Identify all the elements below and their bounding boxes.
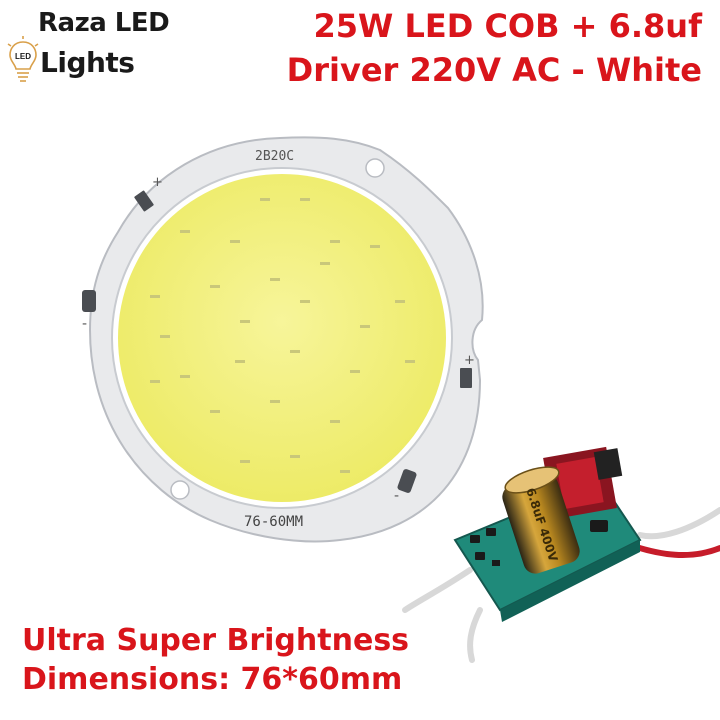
minus-mark: - — [394, 488, 399, 504]
capacitor: 6.8uF 400V — [502, 466, 580, 574]
solder-pad — [82, 290, 96, 312]
title-line-1: 25W LED COB + 6.8uf — [313, 7, 702, 45]
white-wire — [402, 567, 473, 613]
logo-line-1: Raza LED — [38, 8, 170, 38]
product-title: 25W LED COB + 6.8uf Driver 220V AC - Whi… — [222, 4, 702, 92]
solder-pad — [134, 190, 154, 212]
top-marking: 2B20C — [255, 149, 294, 164]
mount-hole — [365, 158, 385, 178]
feature-footer: Ultra Super Brightness Dimensions: 76*60… — [22, 622, 409, 700]
phosphor-area — [118, 174, 446, 502]
logo-bulb-text: LED — [15, 52, 31, 61]
red-wire — [627, 542, 720, 559]
logo-line-2: Lights — [40, 46, 135, 79]
led-chip-grid — [150, 198, 415, 473]
footer-line-2: Dimensions: 76*60mm — [22, 662, 403, 697]
white-wire — [637, 507, 720, 540]
plus-mark: + — [152, 175, 163, 190]
minus-mark: - — [82, 316, 87, 332]
mount-hole — [170, 480, 190, 500]
plus-mark: + — [464, 353, 475, 368]
white-wire — [467, 607, 483, 663]
lightbulb-icon: LED — [7, 36, 39, 82]
driver-components — [470, 520, 608, 566]
bottom-marking: 76-60MM — [244, 514, 303, 530]
solder-pad — [460, 368, 472, 388]
footer-line-1: Ultra Super Brightness — [22, 623, 410, 658]
title-line-2: Driver 220V AC - White — [286, 51, 702, 89]
solder-pad — [397, 469, 417, 493]
brand-logo: LED Raza LED Lights — [6, 6, 170, 84]
led-cob-board: + - + - 2B20C 76-60MM — [82, 136, 484, 543]
led-driver: 6.8uF 400V — [402, 446, 720, 663]
